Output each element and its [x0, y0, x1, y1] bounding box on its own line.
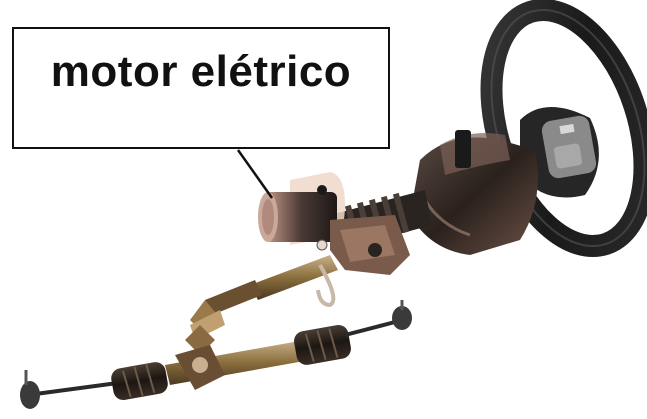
gear-housing — [330, 215, 410, 275]
motor-callout-box: motor elétrico — [12, 27, 390, 149]
steering-column-shroud — [410, 130, 538, 255]
motor-callout-label: motor elétrico — [14, 47, 388, 97]
callout-leader-line — [238, 150, 272, 198]
